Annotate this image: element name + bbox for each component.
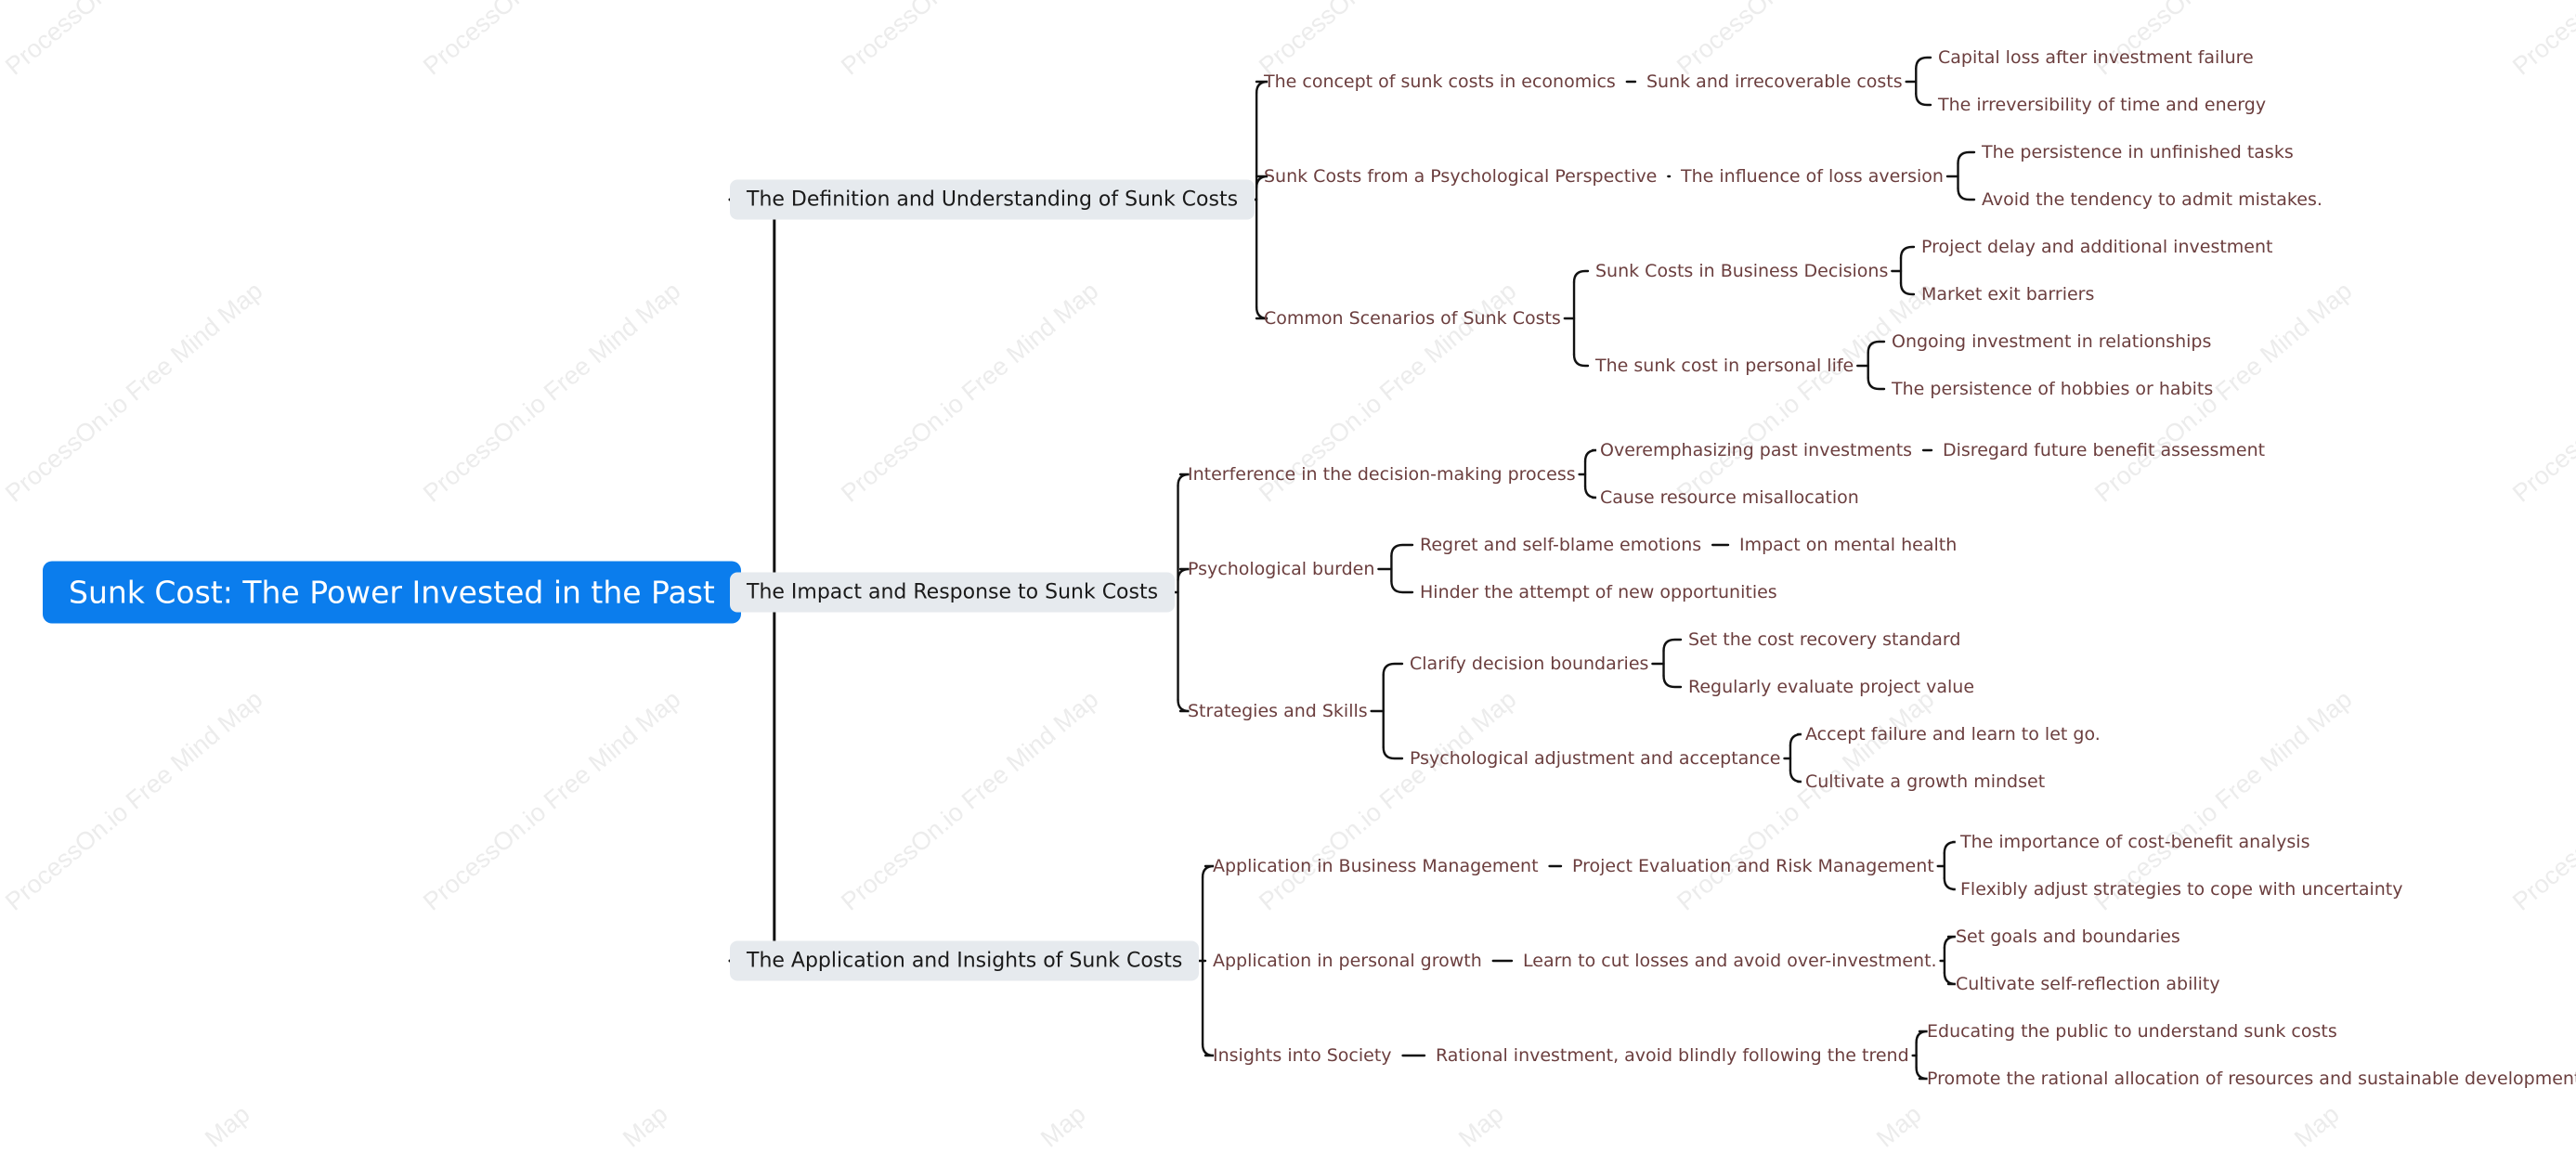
- subtopic-sunk-costs-from-a-psychological-perspective[interactable]: Sunk Costs from a Psychological Perspect…: [1264, 166, 1658, 187]
- subtopic-application-in-personal-growth[interactable]: Application in personal growth: [1213, 951, 1482, 971]
- connector: [1943, 876, 1956, 891]
- connector: [1943, 840, 1956, 855]
- subtopic-project-delay-and-additional-investment[interactable]: Project delay and additional investment: [1921, 237, 2273, 257]
- subtopic-learn-to-cut-losses-and-avoid-over-investment[interactable]: Learn to cut losses and avoid over-inves…: [1523, 951, 1937, 971]
- connector: [1789, 769, 1802, 784]
- subtopic-set-the-cost-recovery-standard[interactable]: Set the cost recovery standard: [1688, 629, 1961, 650]
- subtopic-application-in-business-management[interactable]: Application in Business Management: [1213, 856, 1539, 876]
- connector: [1177, 567, 1190, 582]
- connector: [1957, 187, 1976, 201]
- subtopic-promote-the-rational-allocation-of-resources-and[interactable]: Promote the rational allocation of resou…: [1927, 1069, 2576, 1089]
- connector: [1177, 473, 1190, 487]
- connector: [1789, 732, 1802, 747]
- connector: [1382, 745, 1404, 760]
- connector: [1943, 935, 1956, 950]
- subtopic-hinder-the-attempt-of-new-opportunities[interactable]: Hinder the attempt of new opportunities: [1420, 582, 1777, 602]
- subtopic-project-evaluation-and-risk-management[interactable]: Project Evaluation and Risk Management: [1572, 856, 1934, 876]
- connector: [1867, 340, 1886, 355]
- subtopic-overemphasizing-past-investments[interactable]: Overemphasizing past investments: [1600, 440, 1913, 460]
- connector: [1943, 971, 1956, 986]
- subtopic-accept-failure-and-learn-to-let-go[interactable]: Accept failure and learn to let go.: [1805, 724, 2101, 745]
- subtopic-clarify-decision-boundaries[interactable]: Clarify decision boundaries: [1410, 654, 1649, 674]
- subtopic-avoid-the-tendency-to-admit-mistakes[interactable]: Avoid the tendency to admit mistakes.: [1982, 189, 2322, 210]
- connector: [1662, 638, 1683, 653]
- subtopic-interference-in-the-decision-making-process[interactable]: Interference in the decision-making proc…: [1188, 464, 1576, 485]
- connector: [1583, 485, 1597, 499]
- subtopic-the-importance-of-cost-benefit-analysis[interactable]: The importance of cost-benefit analysis: [1960, 832, 2310, 852]
- subtopic-the-influence-of-loss-aversion[interactable]: The influence of loss aversion: [1681, 166, 1944, 187]
- central-topic[interactable]: Sunk Cost: The Power Invested in the Pas…: [43, 561, 741, 624]
- main-topic-the-impact-and-response-to-sunk-costs[interactable]: The Impact and Response to Sunk Costs: [730, 572, 1176, 613]
- connector: [1255, 305, 1268, 320]
- main-topic-the-definition-and-understanding-of-sunk-costs[interactable]: The Definition and Understanding of Sunk…: [730, 179, 1255, 220]
- connector: [1572, 353, 1590, 368]
- subtopic-sunk-and-irrecoverable-costs[interactable]: Sunk and irrecoverable costs: [1646, 71, 1903, 92]
- subtopic-disregard-future-benefit-assessment[interactable]: Disregard future benefit assessment: [1943, 440, 2266, 460]
- connector: [1915, 56, 1932, 71]
- connector: [1899, 281, 1916, 296]
- connector: [1899, 245, 1916, 260]
- subtopic-the-concept-of-sunk-costs-in-economics[interactable]: The concept of sunk costs in economics: [1264, 71, 1616, 92]
- subtopic-insights-into-society[interactable]: Insights into Society: [1213, 1045, 1392, 1066]
- subtopic-cause-resource-misallocation[interactable]: Cause resource misallocation: [1600, 487, 1859, 508]
- main-topic-the-application-and-insights-of-sunk-costs[interactable]: The Application and Insights of Sunk Cos…: [730, 940, 1200, 981]
- subtopic-the-sunk-cost-in-personal-life[interactable]: The sunk cost in personal life: [1595, 356, 1854, 376]
- subtopic-capital-loss-after-investment-failure[interactable]: Capital loss after investment failure: [1938, 47, 2254, 68]
- subtopic-sunk-costs-in-business-decisions[interactable]: Sunk Costs in Business Decisions: [1595, 261, 1889, 281]
- subtopic-the-persistence-in-unfinished-tasks[interactable]: The persistence in unfinished tasks: [1982, 142, 2294, 162]
- connector: [1177, 698, 1190, 713]
- subtopic-market-exit-barriers[interactable]: Market exit barriers: [1921, 284, 2095, 304]
- subtopic-impact-on-mental-health[interactable]: Impact on mental health: [1739, 535, 1958, 555]
- subtopic-the-persistence-of-hobbies-or-habits[interactable]: The persistence of hobbies or habits: [1892, 379, 2214, 399]
- connector: [1255, 80, 1268, 95]
- subtopic-rational-investment-avoid-blindly-following-the-[interactable]: Rational investment, avoid blindly follo…: [1436, 1045, 1909, 1066]
- connector: [1390, 543, 1414, 558]
- connector: [1867, 376, 1886, 391]
- connector: [1915, 1066, 1928, 1081]
- connector: [1382, 662, 1404, 677]
- subtopic-common-scenarios-of-sunk-costs[interactable]: Common Scenarios of Sunk Costs: [1264, 308, 1561, 329]
- connector: [1915, 1030, 1928, 1044]
- connector: [1255, 175, 1268, 189]
- subtopic-strategies-and-skills[interactable]: Strategies and Skills: [1188, 701, 1368, 721]
- subtopic-educating-the-public-to-understand-sunk-costs[interactable]: Educating the public to understand sunk …: [1927, 1021, 2337, 1042]
- subtopic-regularly-evaluate-project-value[interactable]: Regularly evaluate project value: [1688, 677, 1975, 697]
- connector: [1583, 448, 1597, 463]
- connector: [1662, 674, 1683, 689]
- subtopic-the-irreversibility-of-time-and-energy[interactable]: The irreversibility of time and energy: [1938, 95, 2267, 115]
- connector: [1201, 864, 1215, 879]
- subtopic-cultivate-a-growth-mindset[interactable]: Cultivate a growth mindset: [1805, 771, 2046, 792]
- connector: [1957, 150, 1976, 165]
- subtopic-flexibly-adjust-strategies-to-cope-with-uncertai[interactable]: Flexibly adjust strategies to cope with …: [1960, 879, 2403, 900]
- connector: [1915, 92, 1932, 107]
- subtopic-ongoing-investment-in-relationships[interactable]: Ongoing investment in relationships: [1892, 331, 2212, 352]
- connector: [1390, 579, 1414, 594]
- connector: [1201, 1043, 1215, 1057]
- subtopic-psychological-burden[interactable]: Psychological burden: [1188, 559, 1375, 579]
- subtopic-psychological-adjustment-and-acceptance[interactable]: Psychological adjustment and acceptance: [1410, 748, 1781, 769]
- subtopic-set-goals-and-boundaries[interactable]: Set goals and boundaries: [1956, 926, 2180, 947]
- subtopic-cultivate-self-reflection-ability[interactable]: Cultivate self-reflection ability: [1956, 974, 2220, 994]
- connector: [1572, 269, 1590, 284]
- subtopic-regret-and-self-blame-emotions[interactable]: Regret and self-blame emotions: [1420, 535, 1702, 555]
